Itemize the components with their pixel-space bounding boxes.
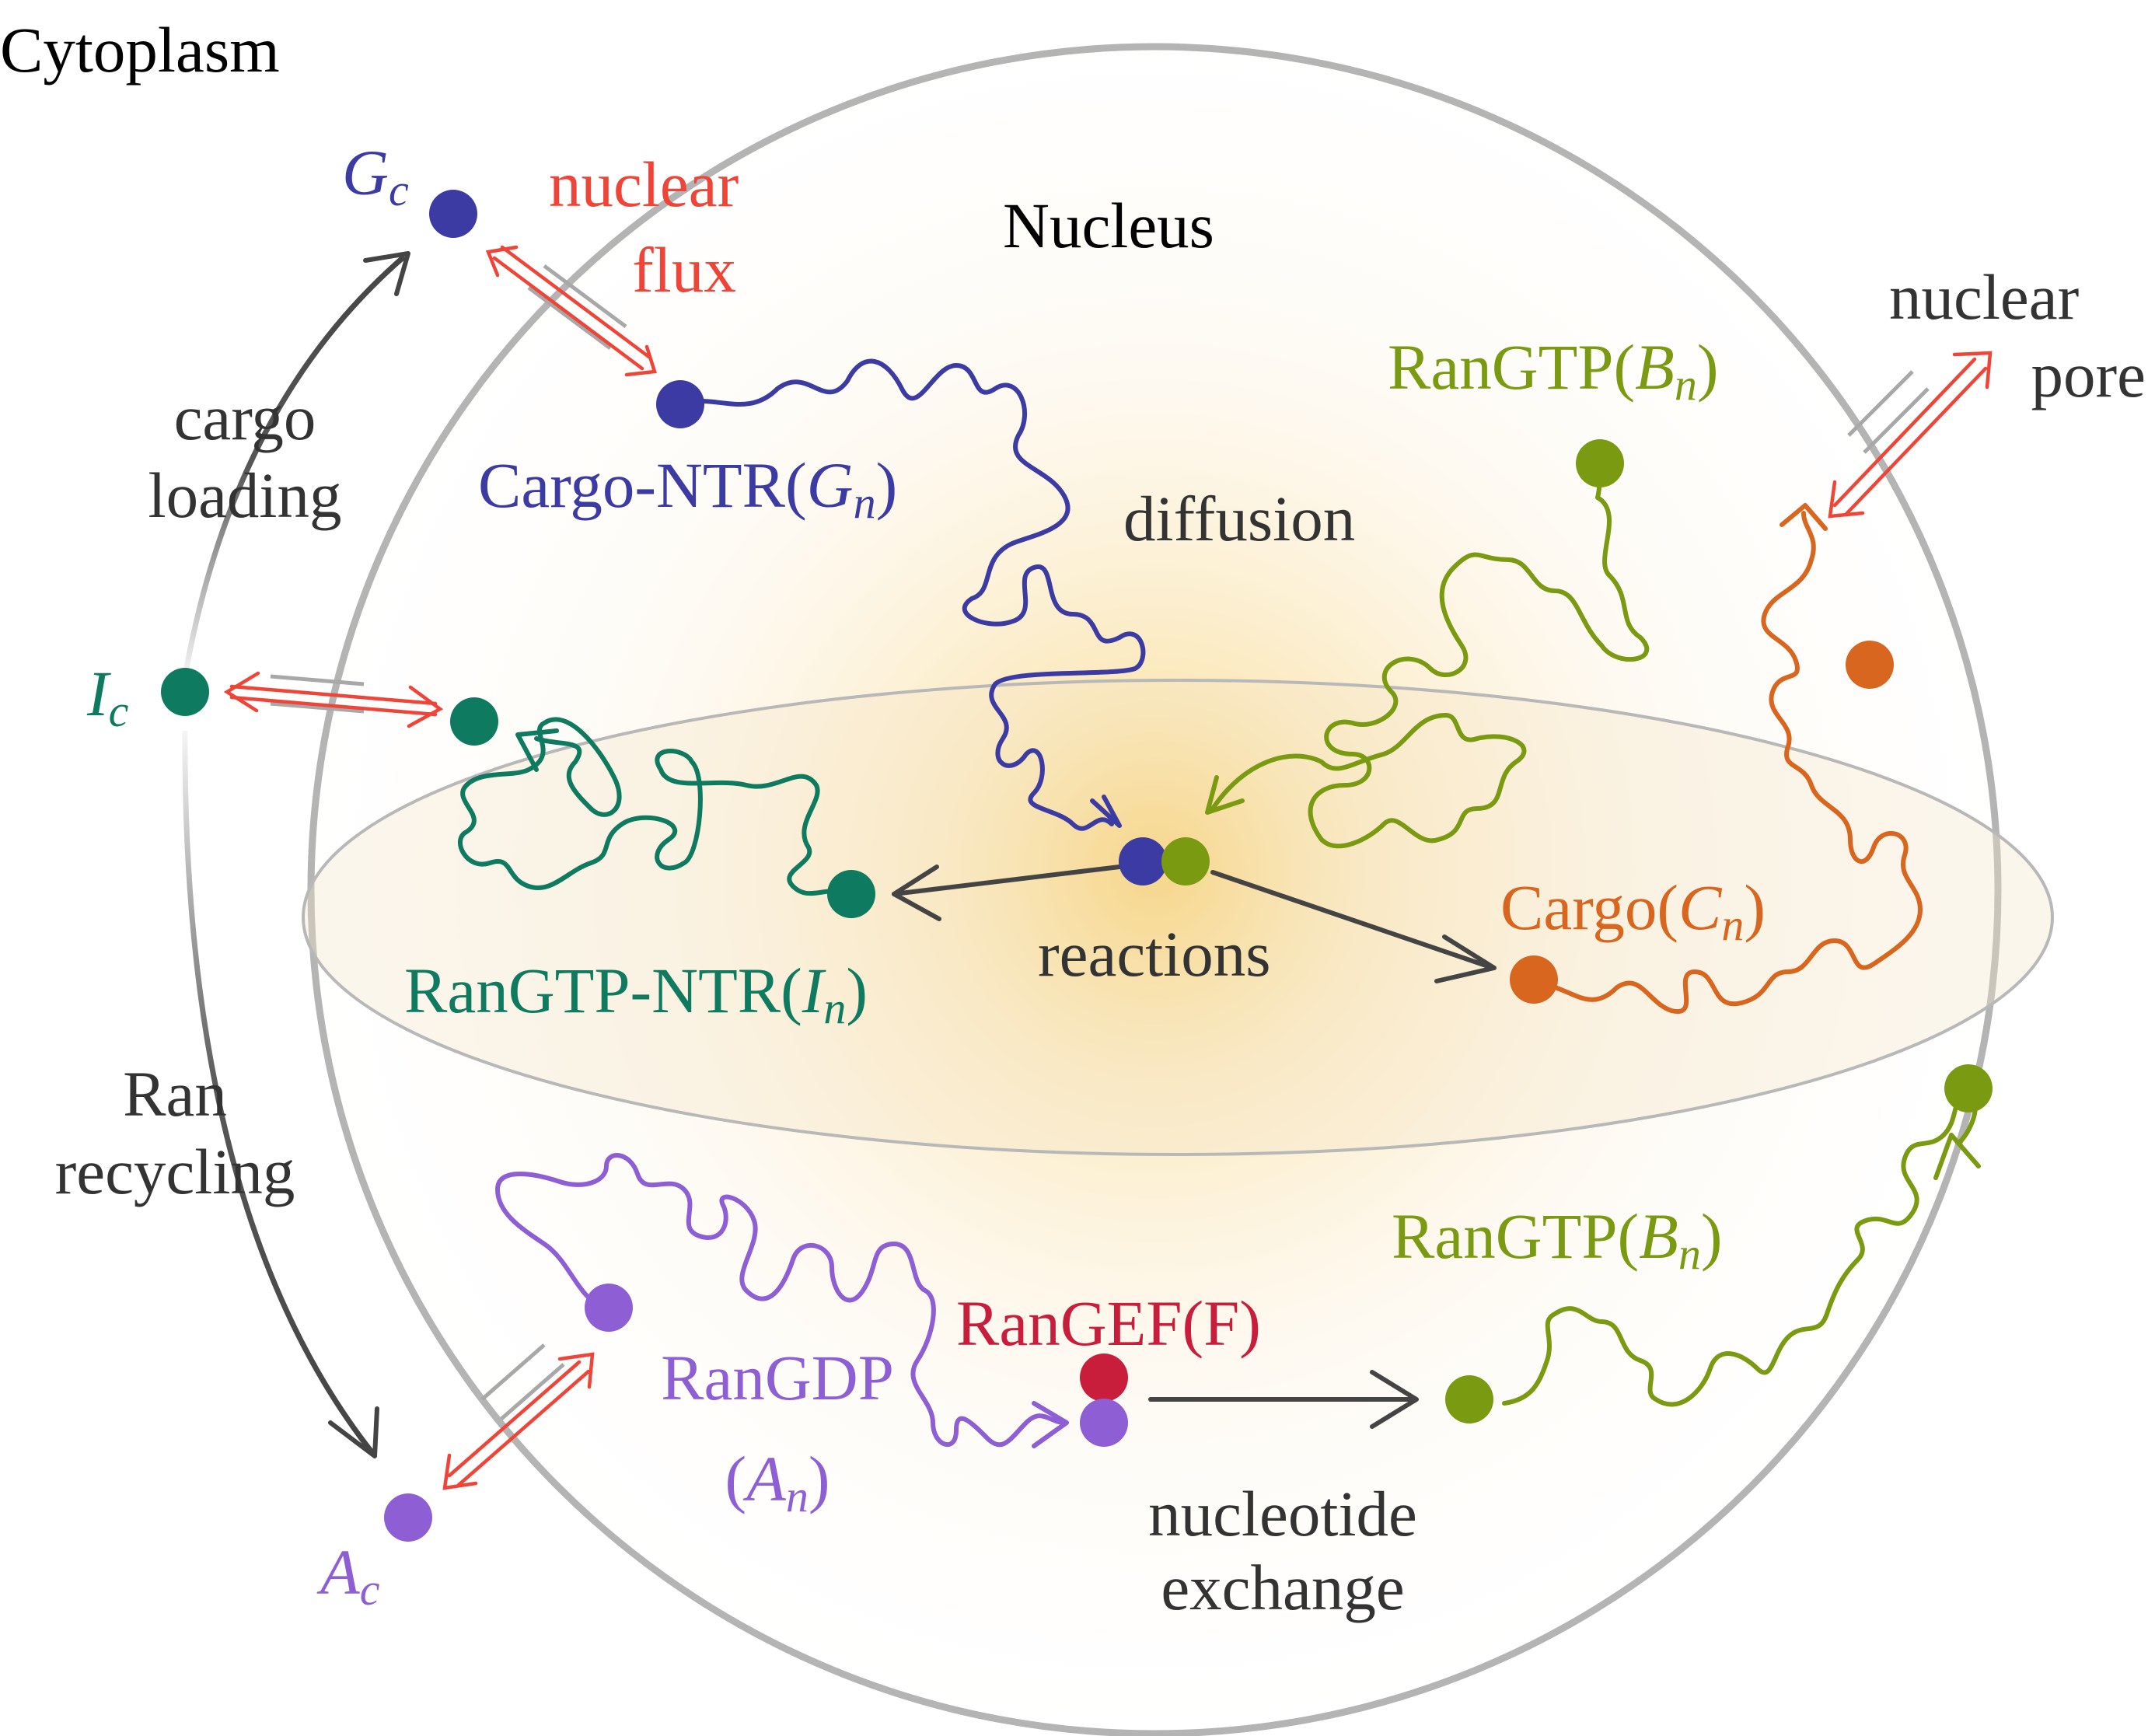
equatorial-plane <box>302 679 2054 1156</box>
particle-rangtp-top <box>1576 439 1624 487</box>
particle-complex-rangtp <box>1161 837 1210 885</box>
particle-rangef <box>1080 1354 1128 1402</box>
label-cargo-loading-1: cargo <box>174 382 316 453</box>
label-rangdp: RanGDP <box>661 1342 894 1413</box>
particle-ac <box>384 1493 432 1542</box>
label-rangtp-bottom: RanGTP(Bn) <box>1392 1200 1722 1279</box>
exchange-arrow-head <box>1370 1370 1419 1429</box>
label-nucleus: Nucleus <box>1003 190 1214 261</box>
ran-recycling-arrowhead <box>328 1406 379 1458</box>
rangtp-top-arrowhead <box>1205 775 1245 815</box>
label-diffusion: diffusion <box>1123 483 1355 554</box>
rangtp-bottom-walk <box>1502 1094 1978 1407</box>
rangtp-ntr-walk <box>458 717 850 896</box>
particle-rangtp-ntr-entry <box>450 697 498 746</box>
label-nucleotide-exchange-1: nucleotide <box>1148 1478 1417 1549</box>
label-ic: Ic <box>86 658 129 736</box>
pore-right <box>1828 351 1993 519</box>
rangtp-top-walk <box>1210 495 1650 849</box>
label-rangtp-top: RanGTP(Bn) <box>1388 331 1718 410</box>
particle-cargo-ntr <box>656 380 704 428</box>
label-ran-recycling-1: Ran <box>123 1058 227 1130</box>
label-ac: Ac <box>316 1536 380 1615</box>
ran-recycling-arc <box>182 730 375 1456</box>
label-nuclear-flux-2: flux <box>632 234 736 306</box>
particle-complex-cargo-ntr <box>1119 837 1167 885</box>
particle-rangtp-bottom-exit <box>1944 1064 1993 1113</box>
label-ran-recycling-2: recycling <box>55 1136 295 1207</box>
cargo-ntr-walk <box>678 358 1146 831</box>
particle-ic <box>161 668 209 716</box>
particle-rangdp <box>1080 1399 1128 1447</box>
particle-gc <box>429 190 477 238</box>
pore-ic <box>223 671 444 728</box>
label-cargo-loading-2: loading <box>148 459 342 531</box>
label-cargo-ntr: Cargo-NTR(Gn) <box>478 449 897 528</box>
cargo-loading-arrowhead <box>363 251 410 296</box>
reaction-arrow-to-rangtp-ntr-head <box>892 865 941 921</box>
label-nuclear-pore-2: pore <box>2031 339 2146 410</box>
reaction-arrow-to-rangtp-ntr <box>892 865 1122 896</box>
particle-cargo <box>1510 955 1558 1004</box>
label-rangef: RanGEF(F) <box>956 1287 1261 1359</box>
label-gc: Gc <box>342 137 409 215</box>
pore-ac <box>442 1343 595 1490</box>
label-nucleotide-exchange-2: exchange <box>1161 1552 1404 1623</box>
rangtp-bottom-arrowhead <box>1933 1133 1981 1180</box>
label-cargo: Cargo(Cn) <box>1500 871 1766 950</box>
rangtp-ntr-arrowhead <box>515 728 559 772</box>
reaction-arrow-to-cargo-head <box>1434 934 1497 983</box>
cargo-ntr-arrowhead <box>1090 795 1122 828</box>
label-rangtp-ntr: RanGTP-NTR(In) <box>404 955 868 1033</box>
reaction-arrow-to-cargo <box>1210 870 1495 970</box>
label-cytoplasm: Cytoplasm <box>0 14 280 86</box>
particle-rangtp-bottom <box>1445 1375 1493 1423</box>
rangdp-walk <box>495 1153 1067 1448</box>
label-reactions: reactions <box>1038 918 1271 990</box>
particle-rangdp-entry <box>585 1284 633 1332</box>
label-rangdp-symbol: (An) <box>725 1443 830 1521</box>
label-nuclear-flux-1: nuclear <box>549 148 739 220</box>
pore-gc <box>485 245 657 377</box>
rangdp-arrowhead <box>1032 1401 1069 1448</box>
particle-cargo-exit <box>1846 641 1894 689</box>
label-nuclear-pore-1: nuclear <box>1889 261 2079 333</box>
cargo-walk <box>1552 511 1923 1015</box>
cargo-arrowhead <box>1780 503 1828 531</box>
particle-rangtp-ntr <box>827 870 875 918</box>
cargo-loading-arc <box>182 254 407 677</box>
